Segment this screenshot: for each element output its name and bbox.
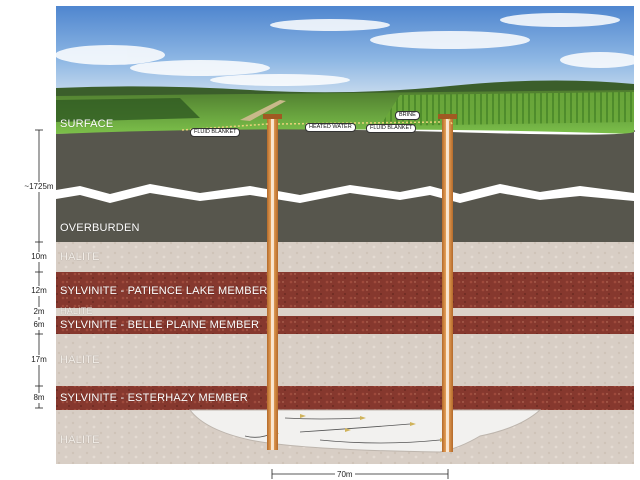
fluid-blanket-right-callout: FLUID BLANKET bbox=[366, 124, 417, 133]
fluid-blanket-left-callout: FLUID BLANKET bbox=[190, 128, 241, 137]
clouds bbox=[55, 13, 640, 86]
depth-halite-1: 10m bbox=[24, 252, 54, 262]
belle-plaine-layer bbox=[56, 316, 634, 334]
vineyard-rows bbox=[380, 92, 634, 126]
depth-esterhazy: 8m bbox=[24, 393, 54, 403]
halite-label-4: HALITE bbox=[60, 434, 100, 446]
brine-callout: BRINE bbox=[395, 111, 420, 120]
overburden-layer bbox=[56, 129, 636, 242]
halite-label-3: HALITE bbox=[60, 354, 100, 366]
esterhazy-layer bbox=[56, 386, 634, 410]
halite-layer-2 bbox=[56, 308, 634, 316]
dirt-road bbox=[240, 100, 286, 121]
injection-wellhead bbox=[263, 114, 282, 119]
well-spacing-label: 70m bbox=[335, 470, 355, 479]
well-spacing-scale bbox=[271, 469, 449, 479]
surface-label: SURFACE bbox=[60, 118, 114, 130]
halite-layer-3 bbox=[56, 334, 634, 386]
halite-label-1: HALITE bbox=[60, 251, 100, 263]
surface-pipes bbox=[181, 117, 453, 131]
patience-lake-label: SYLVINITE - PATIENCE LAKE MEMBER bbox=[60, 285, 268, 297]
heated-water-callout: HEATED WATER bbox=[305, 123, 356, 132]
depth-halite-2: 2m bbox=[24, 307, 54, 317]
depth-patience-lake: 12m bbox=[24, 286, 54, 296]
depth-break bbox=[56, 184, 634, 203]
depth-scale bbox=[35, 129, 43, 409]
depth-halite-3: 17m bbox=[24, 355, 54, 365]
esterhazy-label: SYLVINITE - ESTERHAZY MEMBER bbox=[60, 392, 248, 404]
depth-overburden: ~1725m bbox=[24, 182, 54, 192]
depth-belle-plaine: 6m bbox=[24, 320, 54, 330]
overburden-label: OVERBURDEN bbox=[60, 222, 140, 234]
patience-lake-layer bbox=[56, 272, 634, 308]
belle-plaine-label: SYLVINITE - BELLE PLAINE MEMBER bbox=[60, 319, 260, 331]
halite-layer-1 bbox=[56, 242, 634, 272]
tree-patch bbox=[56, 98, 200, 122]
production-wellhead bbox=[438, 114, 457, 119]
halite-label-2: HALITE bbox=[60, 306, 93, 316]
